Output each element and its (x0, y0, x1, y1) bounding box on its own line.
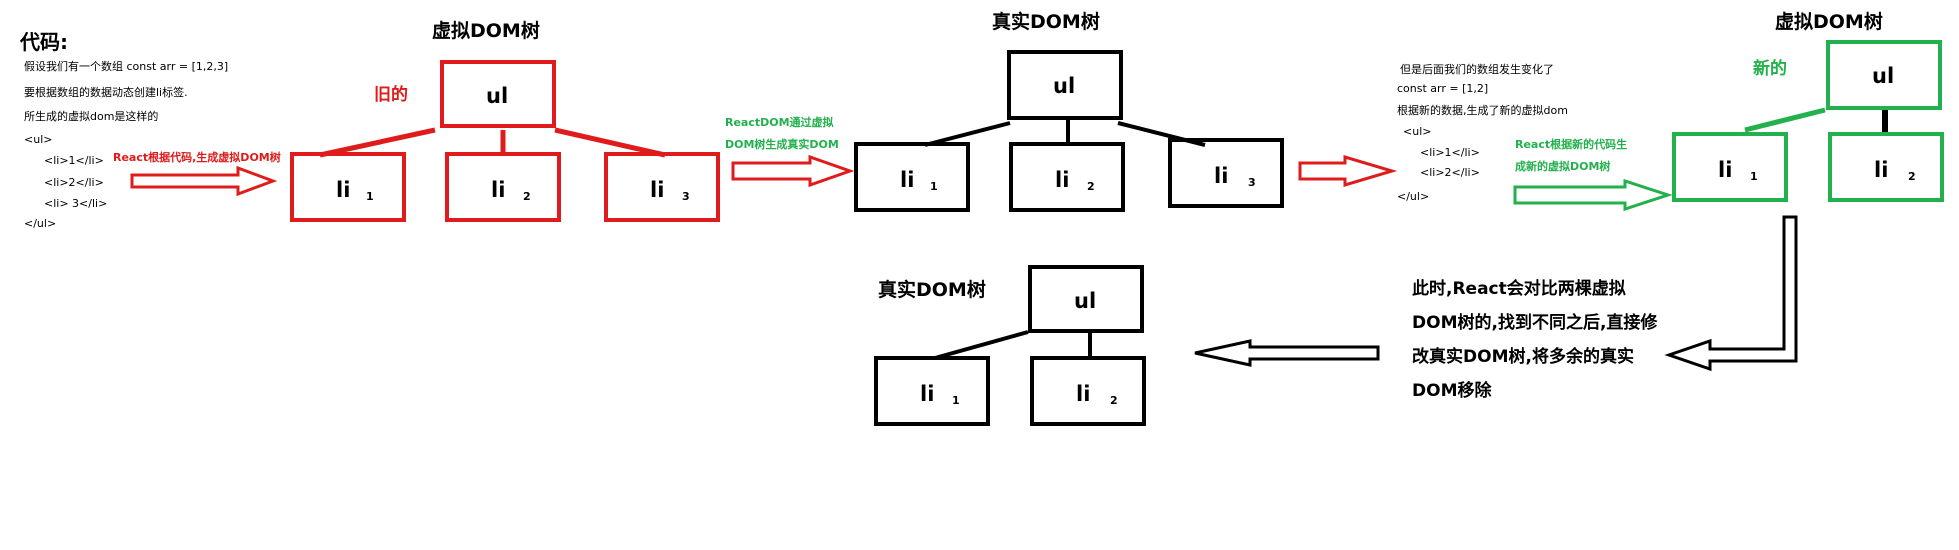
arrow-change-to-new-virtual (1513, 178, 1673, 212)
tree3-title: 虚拟DOM树 (1775, 11, 1883, 33)
tree2-child-index-1: 1 (930, 180, 938, 193)
tree4-child-node-1: li 1 (874, 356, 990, 426)
note-reactdom-line-1: ReactDOM通过虚拟 (725, 116, 834, 129)
code-line-6: <li>2</li> (44, 176, 104, 189)
summary-text: 此时,React会对比两棵虚拟DOM树的,找到不同之后,直接修改真实DOM树,将… (1412, 279, 1658, 401)
tree1-title: 虚拟DOM树 (432, 20, 540, 42)
tree1-child-node-1: li 1 (290, 152, 406, 222)
code-line-5: <li>1</li> (44, 154, 104, 167)
tree3-edge-1 (1744, 107, 1826, 133)
tree1-child-label-1: li (336, 178, 351, 202)
tree4-edge-1 (934, 330, 1029, 360)
tree2-child-node-3: li 3 (1168, 138, 1284, 208)
tree2-child-index-2: 2 (1087, 180, 1095, 193)
tree3-child-node-1: li 1 (1672, 132, 1788, 202)
change-line-6: <li>2</li> (1420, 166, 1480, 179)
tree2-root-label: ul (1053, 74, 1076, 98)
tree2-root-node: ul (1007, 50, 1123, 120)
tree3-child-index-1: 1 (1750, 170, 1758, 183)
tree3-child-label-1: li (1718, 158, 1733, 182)
tree1-root-node: ul (440, 60, 556, 128)
change-line-1: 但是后面我们的数组发生变化了 (1400, 63, 1554, 76)
tree1-child-index-2: 2 (523, 190, 531, 203)
tree4-title: 真实DOM树 (878, 279, 986, 301)
tree2-child-index-3: 3 (1248, 176, 1256, 189)
tree1-child-index-3: 3 (682, 190, 690, 203)
tree3-root-label: ul (1872, 64, 1895, 88)
tree3-root-node: ul (1826, 40, 1942, 110)
change-line-4: <ul> (1403, 125, 1432, 138)
arrow-summary-to-final-real (1194, 339, 1380, 367)
tree3-child-node-2: li 2 (1828, 132, 1944, 202)
tree4-root-label: ul (1074, 289, 1097, 313)
change-line-3: 根据新的数据,生成了新的虚拟dom (1397, 104, 1568, 117)
tree2-child-node-1: li 1 (854, 142, 970, 212)
code-line-1: 假设我们有一个数组 const arr = [1,2,3] (24, 60, 229, 73)
note-reactdom-line-2: DOM树生成真实DOM (725, 138, 839, 151)
code-line-4: <ul> (24, 133, 53, 146)
change-line-2: const arr = [1,2] (1397, 82, 1489, 95)
tree4-root-node: ul (1028, 265, 1144, 333)
note-react-generate: React根据代码,生成虚拟DOM树 (113, 151, 281, 164)
tree1-child-node-3: li 3 (604, 152, 720, 222)
tree4-edges (934, 330, 1092, 360)
tree1-edge-3 (554, 127, 666, 158)
tree4-child-index-1: 1 (952, 394, 960, 407)
tree1-child-index-1: 1 (366, 190, 374, 203)
change-line-7: </ul> (1397, 190, 1430, 203)
tree1-child-label-2: li (491, 178, 506, 202)
tree3-child-label-2: li (1874, 158, 1889, 182)
code-line-2: 要根据数组的数据动态创建li标签. (24, 86, 188, 99)
tree2-edge-1 (924, 121, 1011, 147)
arrow-real-to-change (1298, 154, 1398, 188)
tree2-child-label-1: li (900, 168, 915, 192)
old-label: 旧的 (374, 85, 408, 105)
code-line-3: 所生成的虚拟dom是这样的 (24, 110, 159, 123)
tree4-child-label-2: li (1076, 382, 1091, 406)
tree2-child-label-2: li (1055, 168, 1070, 192)
tree1-child-node-2: li 2 (445, 152, 561, 222)
code-title: 代码: (20, 30, 68, 54)
note-react-new-line-2: 成新的虚拟DOM树 (1515, 160, 1611, 173)
tree3-edges (1744, 107, 1888, 133)
arrow-elbow-to-summary (1664, 215, 1798, 372)
code-line-7: <li> 3</li> (44, 197, 108, 210)
tree2-title: 真实DOM树 (992, 11, 1100, 33)
tree1-edges (319, 127, 666, 158)
tree4-child-label-1: li (920, 382, 935, 406)
tree2-child-label-3: li (1214, 164, 1229, 188)
tree3-child-index-2: 2 (1908, 170, 1916, 183)
tree1-root-label: ul (486, 84, 509, 108)
tree4-child-index-2: 2 (1110, 394, 1118, 407)
note-react-new-line-1: React根据新的代码生 (1515, 138, 1628, 151)
tree4-child-node-2: li 2 (1030, 356, 1146, 426)
arrow-virtual-to-real (731, 154, 855, 188)
arrow-code-to-virtual (130, 165, 278, 197)
tree1-child-label-3: li (650, 178, 665, 202)
code-line-8: </ul> (24, 217, 57, 230)
tree1-edge-1 (319, 127, 436, 158)
change-line-5: <li>1</li> (1420, 146, 1480, 159)
tree2-child-node-2: li 2 (1009, 142, 1125, 212)
new-label: 新的 (1753, 59, 1787, 79)
